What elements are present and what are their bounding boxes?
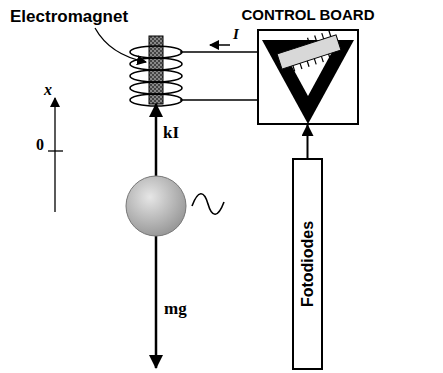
force-label: kI (163, 124, 179, 141)
axis-origin: 0 (36, 137, 44, 153)
part-name: Electromagnet (10, 8, 128, 25)
board-title: CONTROL BOARD (218, 6, 398, 23)
control-board: CONTROL BOARD (218, 6, 398, 125)
current-label: I (233, 27, 239, 42)
sensor-label: Fotodiodes (299, 221, 317, 307)
axis-label: x (44, 82, 52, 98)
signal-arrow (307, 125, 309, 158)
board-frame (257, 29, 359, 125)
force-label: mg (164, 300, 187, 317)
sensor-box: Fotodiodes (292, 158, 323, 370)
